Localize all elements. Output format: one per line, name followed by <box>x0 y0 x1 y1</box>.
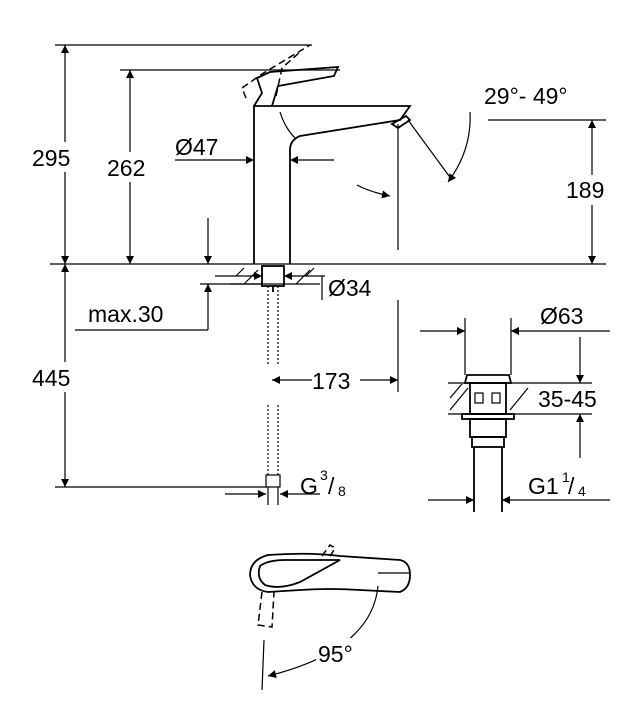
dim-drain-thread: G1 <box>528 473 559 499</box>
dim-spout-height-label: 262 <box>107 155 145 181</box>
faucet-side-view <box>241 44 412 264</box>
connection-thread-denominator: 8 <box>338 483 346 499</box>
mounting-assembly <box>230 265 320 505</box>
dim-hole-diameter: Ø34 <box>215 272 372 301</box>
dim-hole-diameter-label: Ø34 <box>328 275 372 301</box>
dim-max-thickness: max.30 <box>75 218 262 331</box>
dim-below-length: 445 <box>30 264 266 488</box>
dim-body-diameter: Ø47 <box>175 134 334 164</box>
dim-outlet-height-label: 189 <box>566 177 604 203</box>
drain-valve: Ø63 35-45 G1 1 / 4 <box>420 303 610 512</box>
dim-below-length-label: 445 <box>32 365 70 391</box>
dim-swivel-angle: 95° <box>318 641 353 667</box>
faucet-top-view: 95° <box>249 544 411 691</box>
dim-drain-range: 35-45 <box>538 386 597 412</box>
drain-thread-denominator: 4 <box>578 483 586 499</box>
dim-drain-diameter: Ø63 <box>540 303 583 329</box>
fraction-slash: / <box>328 473 335 499</box>
dim-reach: 173 <box>272 300 399 394</box>
connection-thread-numerator: 3 <box>320 467 328 483</box>
dim-spout-angle-label: 29°- 49° <box>484 83 568 109</box>
connection-thread-letter: G <box>300 473 318 499</box>
dim-max-thickness-label: max.30 <box>88 301 163 327</box>
dim-spout-height: 262 <box>105 69 340 264</box>
dim-total-height-label: 295 <box>32 145 70 171</box>
dim-connection-thread: G 3 / 8 <box>225 467 346 499</box>
dim-reach-label: 173 <box>312 368 350 394</box>
dim-body-diameter-label: Ø47 <box>175 134 218 160</box>
dim-total-height: 295 <box>30 44 312 264</box>
fraction-slash: / <box>568 473 575 499</box>
dim-outlet-height: 189 <box>564 120 618 264</box>
dim-spout-angle: 29°- 49° <box>356 83 606 250</box>
drain-thread-numerator: 1 <box>562 469 570 485</box>
